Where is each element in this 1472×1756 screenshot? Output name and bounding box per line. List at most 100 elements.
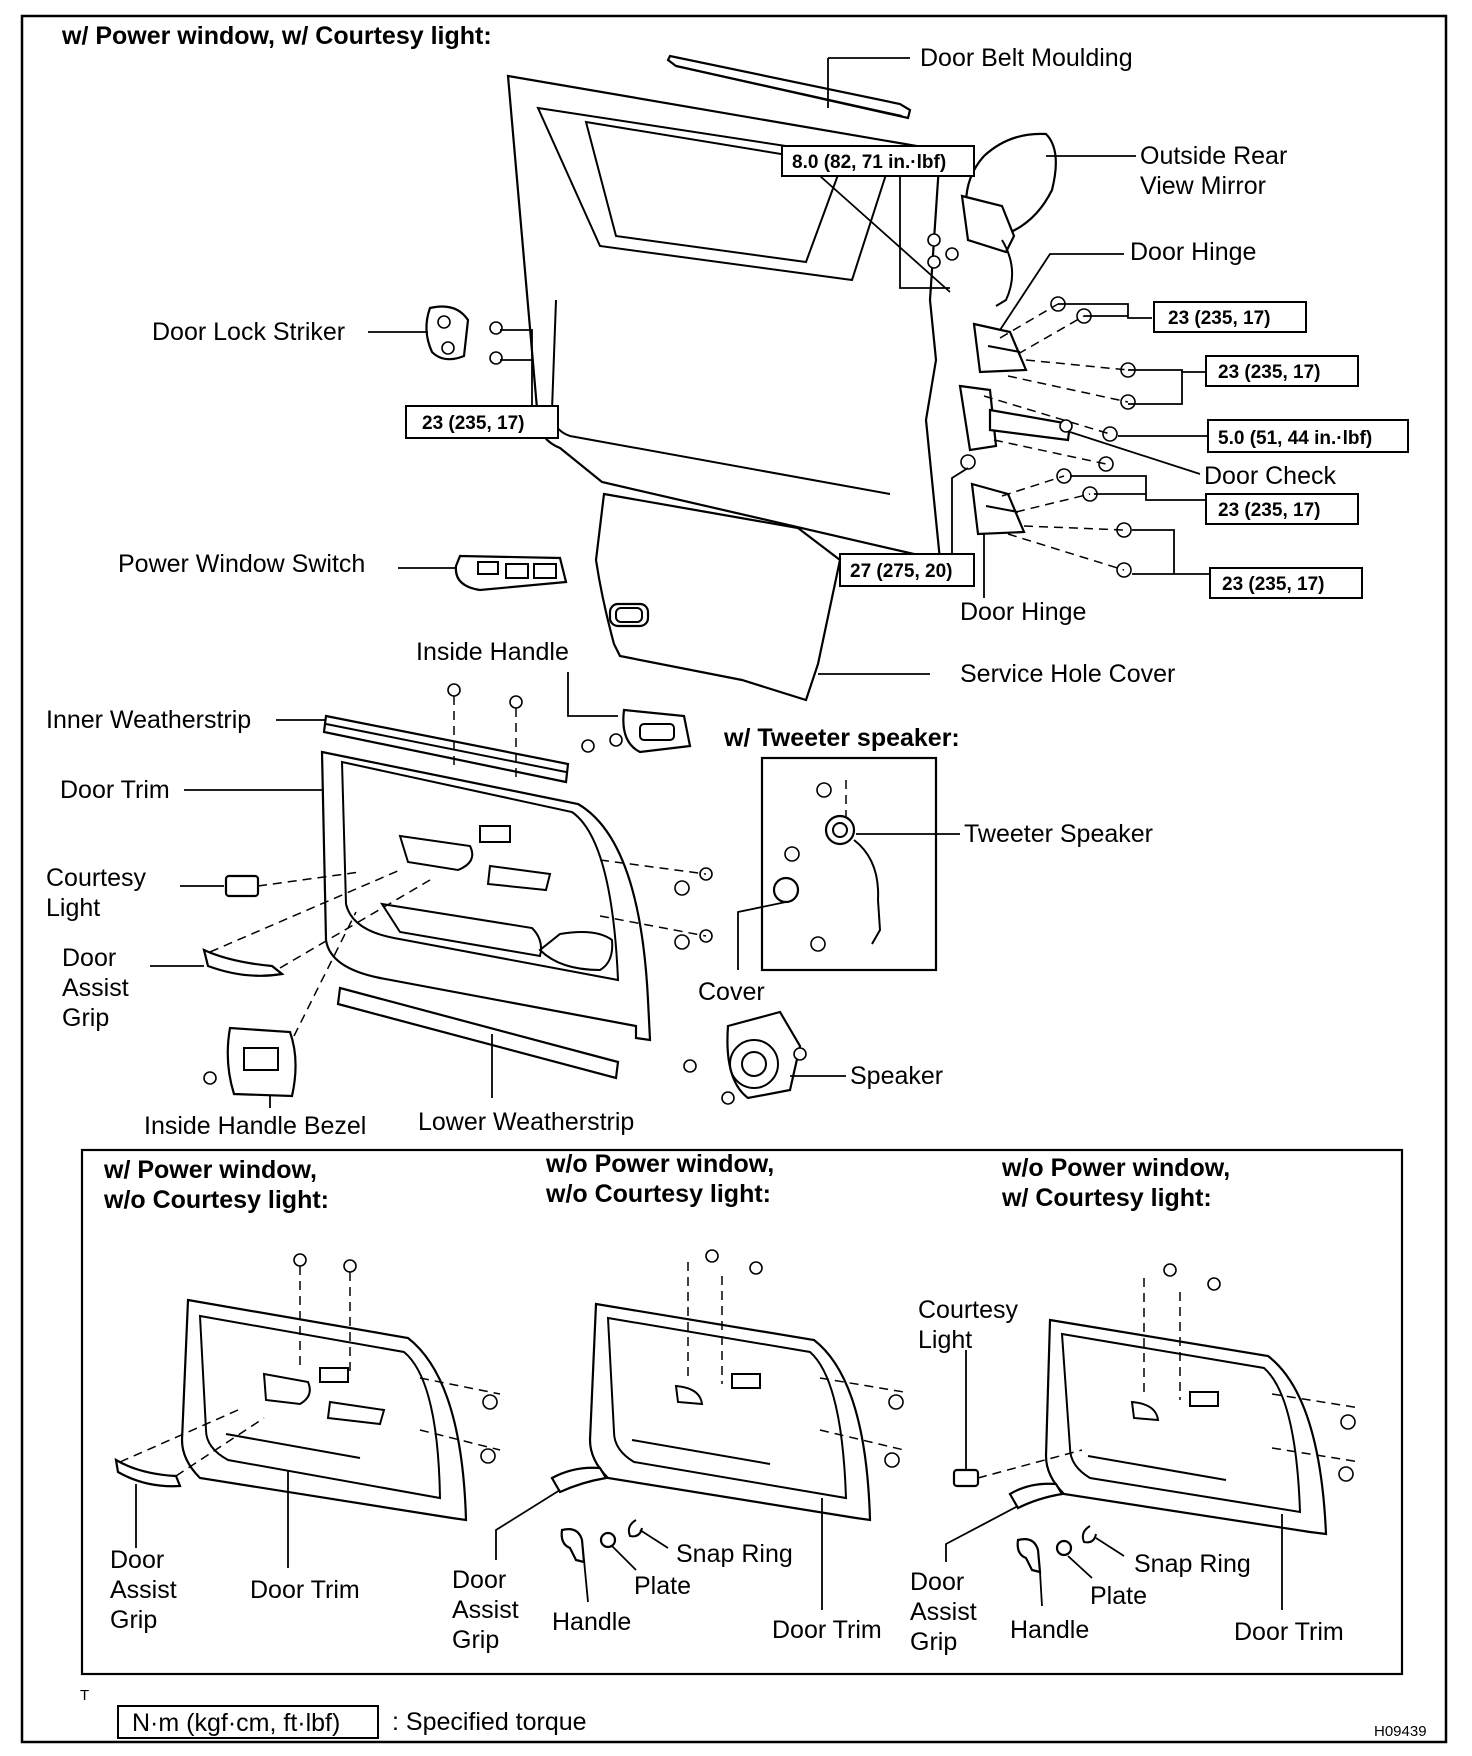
door-trim-main-part bbox=[320, 750, 652, 1042]
lower-weatherstrip-part bbox=[336, 986, 620, 1080]
torque-mirror: 8.0 (82, 71 in.·lbf) bbox=[792, 152, 946, 173]
tweeter-speaker-label: Tweeter Speaker bbox=[964, 820, 1153, 848]
power-window-switch-part bbox=[454, 554, 568, 592]
variant2-plate-label: Plate bbox=[634, 1572, 691, 1600]
hinge-upper-bolts bbox=[1050, 296, 1136, 410]
speaker-part bbox=[726, 1010, 802, 1100]
torque-hinge-upper-a: 23 (235, 17) bbox=[1168, 308, 1270, 329]
door-hinge-lower-label: Door Hinge bbox=[960, 598, 1086, 626]
door-assist-grip-label-3: Grip bbox=[62, 1004, 109, 1032]
torque-box-hinge-lower-b bbox=[1209, 567, 1363, 599]
variant3-plate-part bbox=[1055, 1539, 1073, 1557]
variant1-door-trim-part bbox=[180, 1298, 468, 1522]
variant3-courtesy-label-1: Courtesy bbox=[918, 1296, 1019, 1324]
torque-box-hinge-lower-a bbox=[1205, 493, 1359, 525]
power-window-switch-label: Power Window Switch bbox=[118, 550, 365, 578]
inner-weatherstrip-part bbox=[322, 714, 570, 784]
figure-id: H09439 bbox=[1374, 1723, 1427, 1740]
inside-handle-bezel-label: Inside Handle Bezel bbox=[144, 1112, 366, 1140]
legend-marker: T bbox=[80, 1687, 89, 1704]
variant3-plate-label: Plate bbox=[1090, 1582, 1147, 1610]
cover-part bbox=[772, 876, 800, 904]
door-lock-striker-part bbox=[425, 305, 470, 361]
tweeter-box bbox=[760, 756, 938, 972]
variant2-title-2: w/o Courtesy light: bbox=[545, 1180, 771, 1208]
variant3-handle-part bbox=[1016, 1538, 1042, 1574]
variant2-assist-grip-label-2: Assist bbox=[452, 1596, 519, 1624]
torque-box-hinge-upper-b bbox=[1205, 355, 1359, 387]
inner-weatherstrip-label: Inner Weatherstrip bbox=[46, 706, 251, 734]
torque-box-mirror bbox=[781, 145, 975, 177]
variant1-title-2: w/o Courtesy light: bbox=[103, 1186, 329, 1214]
variant2-door-trim-label: Door Trim bbox=[772, 1616, 882, 1644]
inside-handle-part bbox=[622, 708, 692, 754]
variant2-door-trim-part bbox=[588, 1302, 872, 1522]
door-assist-grip-label-2: Assist bbox=[62, 974, 129, 1002]
tweeter-speaker-part bbox=[824, 814, 882, 945]
variant1-door-trim-label: Door Trim bbox=[250, 1576, 360, 1604]
variant3-courtesy-light-part bbox=[952, 1468, 980, 1488]
variant1-assist-grip-label-2: Assist bbox=[110, 1576, 177, 1604]
torque-box-striker bbox=[405, 405, 559, 439]
variant2-title-1: w/o Power window, bbox=[545, 1150, 774, 1178]
door-assist-grip-part bbox=[202, 948, 285, 977]
inside-handle-label: Inside Handle bbox=[416, 638, 569, 666]
legend-box bbox=[117, 1705, 379, 1739]
variant3-assist-grip-label-1: Door bbox=[910, 1568, 964, 1596]
door-belt-moulding-part bbox=[666, 54, 912, 120]
variant3-door-trim-part bbox=[1044, 1318, 1328, 1536]
speaker-label: Speaker bbox=[850, 1062, 943, 1090]
service-hole-cover-label: Service Hole Cover bbox=[960, 660, 1175, 688]
variant2-plate-part bbox=[599, 1531, 617, 1549]
door-belt-moulding-label: Door Belt Moulding bbox=[920, 44, 1133, 72]
variant2-snap-ring-label: Snap Ring bbox=[676, 1540, 793, 1568]
door-hinge-upper-part bbox=[972, 322, 1028, 374]
variants-box bbox=[80, 1148, 1404, 1676]
variant3-courtesy-label-2: Light bbox=[918, 1326, 972, 1354]
variant2-assist-grip-label-1: Door bbox=[452, 1566, 506, 1594]
variant3-door-trim-label: Door Trim bbox=[1234, 1618, 1344, 1646]
torque-check-body: 27 (275, 20) bbox=[850, 561, 952, 582]
door-check-label: Door Check bbox=[1204, 462, 1336, 490]
outside-mirror-label-1: Outside Rear bbox=[1140, 142, 1287, 170]
door-panel-part bbox=[506, 74, 942, 562]
main-section-title: w/ Power window, w/ Courtesy light: bbox=[61, 22, 492, 50]
door-hinge-lower-part bbox=[970, 482, 1026, 536]
cover-label: Cover bbox=[698, 978, 765, 1006]
torque-hinge-lower-a: 23 (235, 17) bbox=[1218, 500, 1320, 521]
courtesy-light-label-2: Light bbox=[46, 894, 100, 922]
variant3-assist-grip-label-2: Assist bbox=[910, 1598, 977, 1626]
variant3-handle-label: Handle bbox=[1010, 1616, 1089, 1644]
torque-box-hinge-upper-a bbox=[1153, 301, 1307, 333]
door-assist-grip-label-1: Door bbox=[62, 944, 116, 972]
legend-meaning: : Specified torque bbox=[392, 1708, 587, 1736]
outside-mirror-part bbox=[960, 132, 1057, 307]
outside-mirror-label-2: View Mirror bbox=[1140, 172, 1266, 200]
variant1-title-1: w/ Power window, bbox=[103, 1156, 317, 1184]
torque-striker: 23 (235, 17) bbox=[422, 413, 524, 434]
variant2-handle-label: Handle bbox=[552, 1608, 631, 1636]
variant1-assist-grip-label-3: Grip bbox=[110, 1606, 157, 1634]
lower-weatherstrip-label: Lower Weatherstrip bbox=[418, 1108, 634, 1136]
variant3-assist-grip-label-3: Grip bbox=[910, 1628, 957, 1656]
tweeter-section-title: w/ Tweeter speaker: bbox=[723, 724, 960, 752]
door-check-part bbox=[958, 384, 1073, 452]
variant2-handle-part bbox=[560, 1528, 586, 1564]
torque-hinge-upper-b: 23 (235, 17) bbox=[1218, 362, 1320, 383]
inside-handle-bezel-part bbox=[226, 1026, 297, 1098]
variant3-assist-grip-part bbox=[1008, 1482, 1064, 1510]
courtesy-light-part bbox=[224, 874, 260, 898]
torque-check: 5.0 (51, 44 in.·lbf) bbox=[1218, 428, 1372, 449]
legend-unit: N·m (kgf·cm, ft·lbf) bbox=[132, 1709, 340, 1737]
variant2-assist-grip-part bbox=[550, 1466, 608, 1494]
door-hinge-upper-label: Door Hinge bbox=[1130, 238, 1256, 266]
torque-hinge-lower-b: 23 (235, 17) bbox=[1222, 574, 1324, 595]
service-hole-cover-part bbox=[594, 492, 842, 702]
variant1-assist-grip-part bbox=[114, 1457, 182, 1488]
variant3-snap-ring-part bbox=[1081, 1525, 1097, 1544]
door-trim-main-label: Door Trim bbox=[60, 776, 170, 804]
variant3-title-1: w/o Power window, bbox=[1001, 1154, 1230, 1182]
variant2-snap-ring-part bbox=[627, 1519, 643, 1538]
outer-frame bbox=[20, 14, 1448, 1744]
